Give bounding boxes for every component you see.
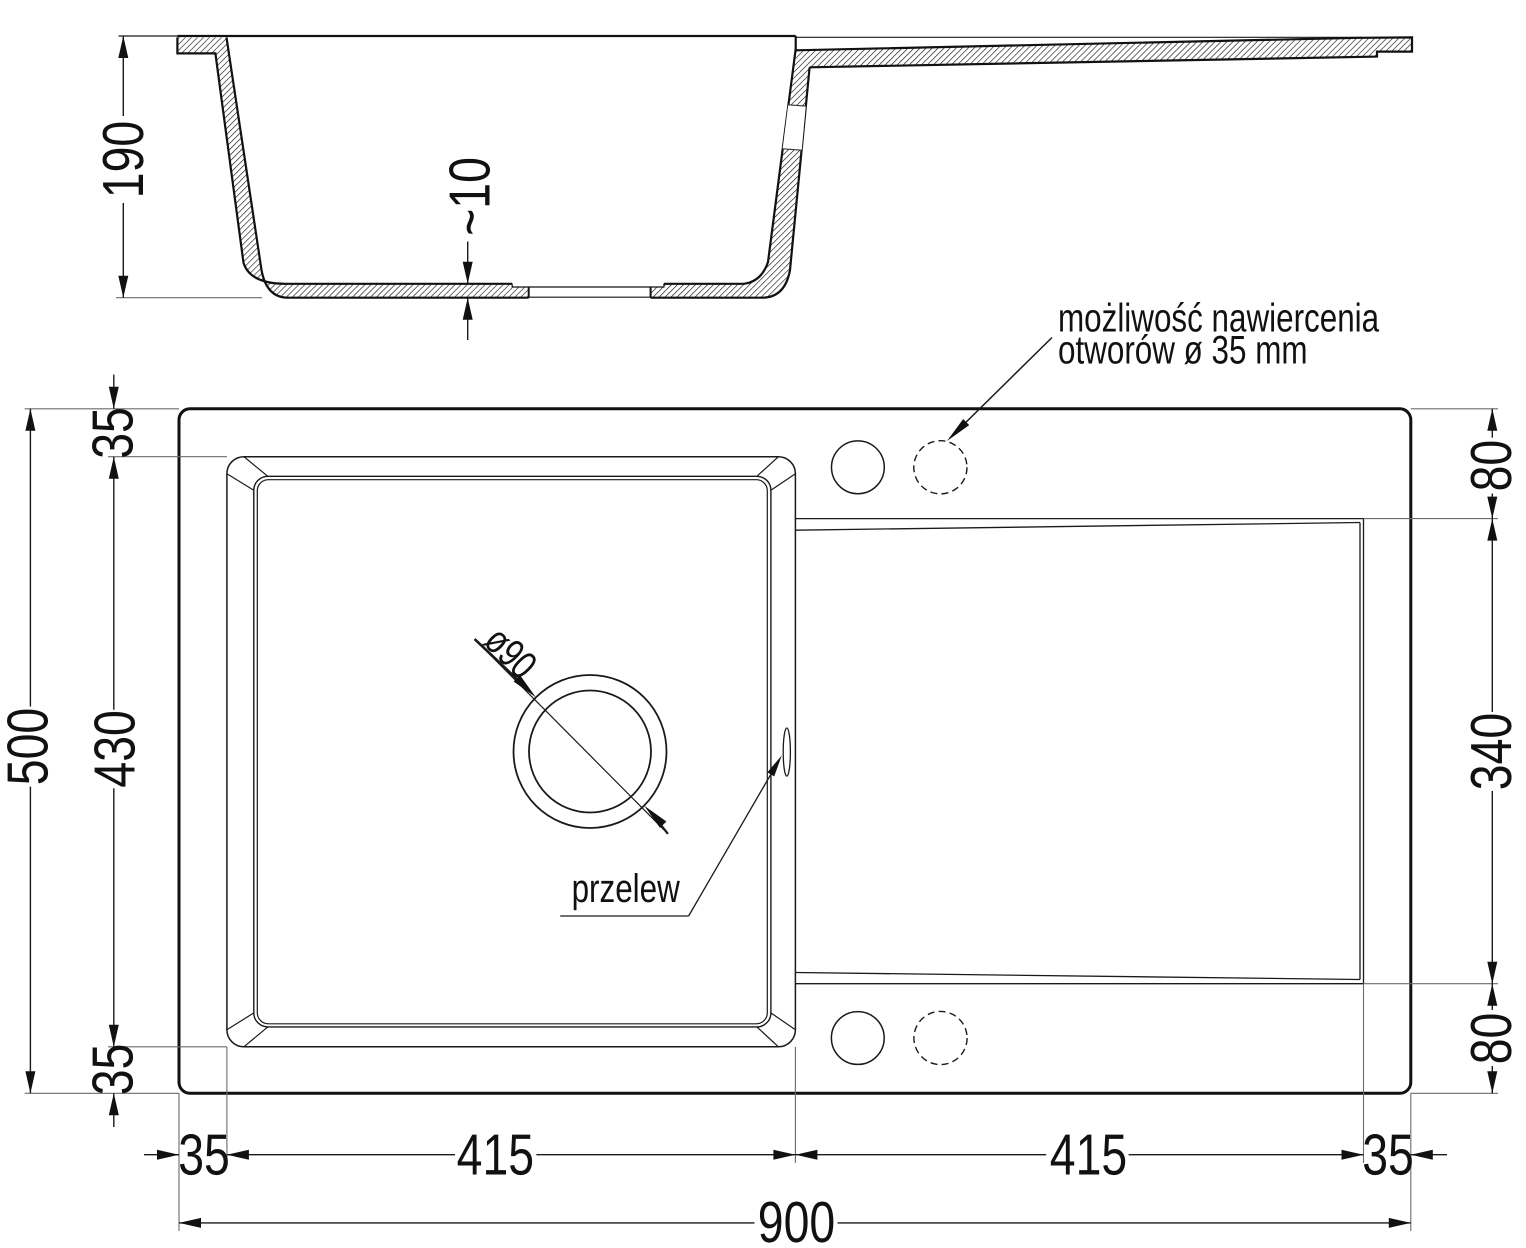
svg-text:430: 430 bbox=[83, 710, 148, 787]
svg-text:przelew: przelew bbox=[572, 867, 680, 911]
svg-text:900: 900 bbox=[758, 1190, 835, 1248]
svg-text:415: 415 bbox=[1050, 1123, 1127, 1188]
svg-text:340: 340 bbox=[1459, 713, 1524, 790]
svg-text:190: 190 bbox=[91, 121, 156, 198]
svg-text:35: 35 bbox=[81, 1044, 146, 1096]
svg-text:~10: ~10 bbox=[437, 157, 502, 236]
svg-text:35: 35 bbox=[81, 407, 146, 459]
svg-text:możliwość nawiercenia: możliwość nawiercenia bbox=[1058, 297, 1380, 341]
svg-text:80: 80 bbox=[1459, 1013, 1524, 1065]
svg-text:otworów ø 35 mm: otworów ø 35 mm bbox=[1058, 328, 1308, 372]
svg-text:415: 415 bbox=[457, 1123, 534, 1188]
svg-text:500: 500 bbox=[0, 708, 60, 785]
svg-text:35: 35 bbox=[178, 1123, 230, 1188]
svg-text:80: 80 bbox=[1459, 440, 1524, 492]
svg-text:35: 35 bbox=[1362, 1123, 1414, 1188]
